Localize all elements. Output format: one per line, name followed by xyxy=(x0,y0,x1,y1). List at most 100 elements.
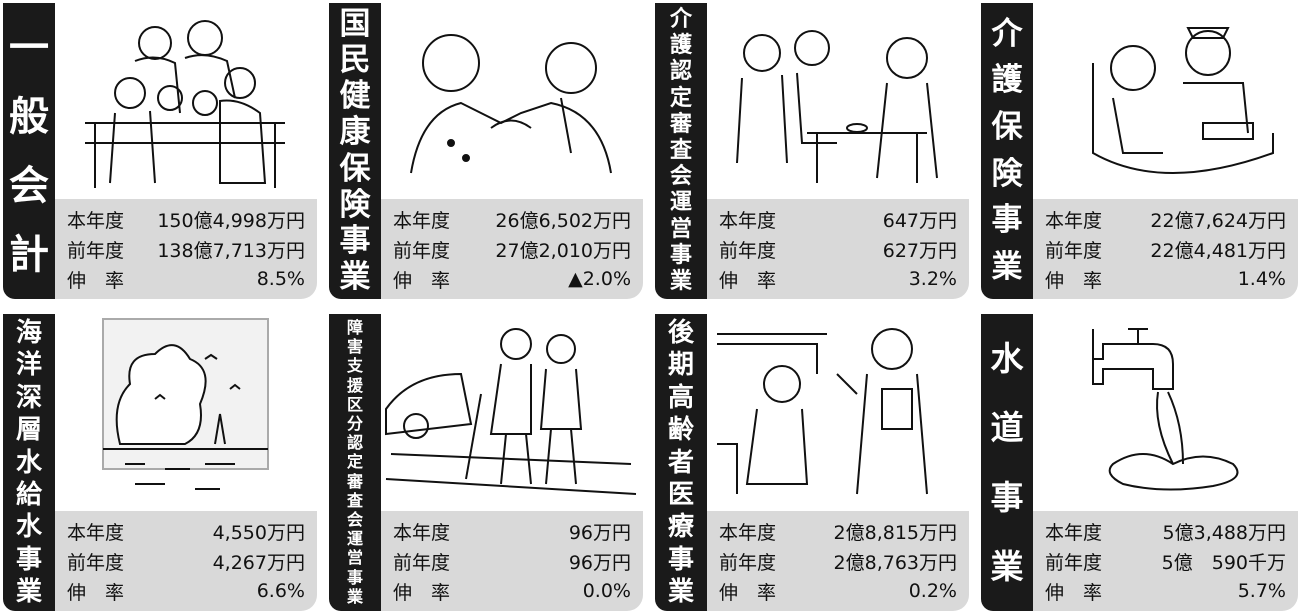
row-label: 伸 率 xyxy=(393,581,451,604)
card-title: 海洋深層水給水事業 xyxy=(3,314,55,611)
family-illustration xyxy=(55,3,317,199)
title-char: 営 xyxy=(669,216,692,242)
title-char: 業 xyxy=(15,577,42,607)
title-char: 審 xyxy=(669,111,692,137)
row-value: 2億8,815万円 xyxy=(833,521,957,544)
title-char: 水 xyxy=(15,447,42,478)
handshake-illustration xyxy=(381,3,643,199)
title-char: 業 xyxy=(991,249,1023,286)
row-label: 本年度 xyxy=(1045,521,1103,544)
title-char: 水 xyxy=(15,512,42,543)
row-value: 4,267万円 xyxy=(212,551,305,574)
caregiver-illustration xyxy=(1033,3,1298,199)
title-char: 一 xyxy=(9,24,49,71)
card-title: 後期高齢者医療事業 xyxy=(655,314,707,611)
title-char: 業 xyxy=(346,586,363,606)
row-label: 本年度 xyxy=(1045,209,1103,232)
row-label: 前年度 xyxy=(393,551,451,574)
row-label: 前年度 xyxy=(67,239,125,262)
row-label: 伸 率 xyxy=(1045,581,1103,604)
title-char: 会 xyxy=(669,164,692,190)
title-char: 険 xyxy=(991,155,1023,192)
title-char: 水 xyxy=(990,339,1024,379)
row-label: 前年度 xyxy=(393,239,451,262)
card-title: 水道事業 xyxy=(981,314,1033,611)
row-value: 8.5% xyxy=(256,268,305,290)
title-char: 給 xyxy=(15,479,42,510)
title-char: 定 xyxy=(346,452,363,472)
title-char: 事 xyxy=(990,477,1024,517)
row-value: ▲2.0% xyxy=(568,268,631,290)
title-char: 険 xyxy=(339,186,371,223)
title-char: 深 xyxy=(15,382,42,413)
title-char: 医 xyxy=(667,479,694,510)
title-char: 療 xyxy=(667,512,694,543)
title-char: 保 xyxy=(339,150,371,187)
row-value: 627万円 xyxy=(882,239,957,262)
title-char: 審 xyxy=(346,471,363,491)
row-value: 0.0% xyxy=(582,580,631,602)
title-char: 保 xyxy=(991,109,1023,146)
title-char: 営 xyxy=(346,548,363,568)
row-label: 本年度 xyxy=(393,209,451,232)
title-char: 期 xyxy=(667,350,694,381)
card-title: 一般会計 xyxy=(3,3,55,299)
row-value: 5億 590千万 xyxy=(1161,551,1286,574)
card-title: 国民健康保険事業 xyxy=(329,3,381,299)
row-growth-rate: 伸 率 ▲2.0% xyxy=(393,265,631,293)
title-char: 介 xyxy=(669,7,692,32)
title-char: 高 xyxy=(667,382,694,413)
row-label: 前年度 xyxy=(719,551,777,574)
row-label: 前年度 xyxy=(1045,551,1103,574)
row-label: 前年度 xyxy=(1045,239,1103,262)
row-value: 6.6% xyxy=(256,580,305,602)
title-char: 会 xyxy=(9,162,49,209)
title-char: 国 xyxy=(339,6,371,42)
title-char: 事 xyxy=(346,567,363,587)
title-char: 護 xyxy=(669,33,692,59)
title-char: 運 xyxy=(669,190,692,216)
row-label: 本年度 xyxy=(393,521,451,544)
row-value: 150億4,998万円 xyxy=(157,209,305,232)
title-char: 分 xyxy=(346,414,363,434)
title-char: 査 xyxy=(669,137,692,163)
title-char: 障 xyxy=(346,318,363,337)
row-value: 96万円 xyxy=(568,551,631,574)
row-label: 伸 率 xyxy=(393,269,451,292)
row-previous-year: 前年度 27億2,010万円 xyxy=(393,235,631,263)
row-value: 4,550万円 xyxy=(212,521,305,544)
title-char: 事 xyxy=(991,202,1023,239)
title-char: 層 xyxy=(15,415,42,446)
title-char: 後 xyxy=(667,318,694,348)
title-char: 業 xyxy=(669,268,692,294)
title-char: 査 xyxy=(346,490,363,510)
title-char: 事 xyxy=(15,544,42,575)
title-char: 介 xyxy=(991,15,1023,52)
title-char: 認 xyxy=(669,59,692,85)
title-char: 援 xyxy=(346,375,363,395)
title-char: 運 xyxy=(346,529,363,549)
card-title: 介護認定審査会運営事業 xyxy=(655,3,707,299)
row-value: 2億8,763万円 xyxy=(833,551,957,574)
row-value: 27億2,010万円 xyxy=(495,239,631,262)
